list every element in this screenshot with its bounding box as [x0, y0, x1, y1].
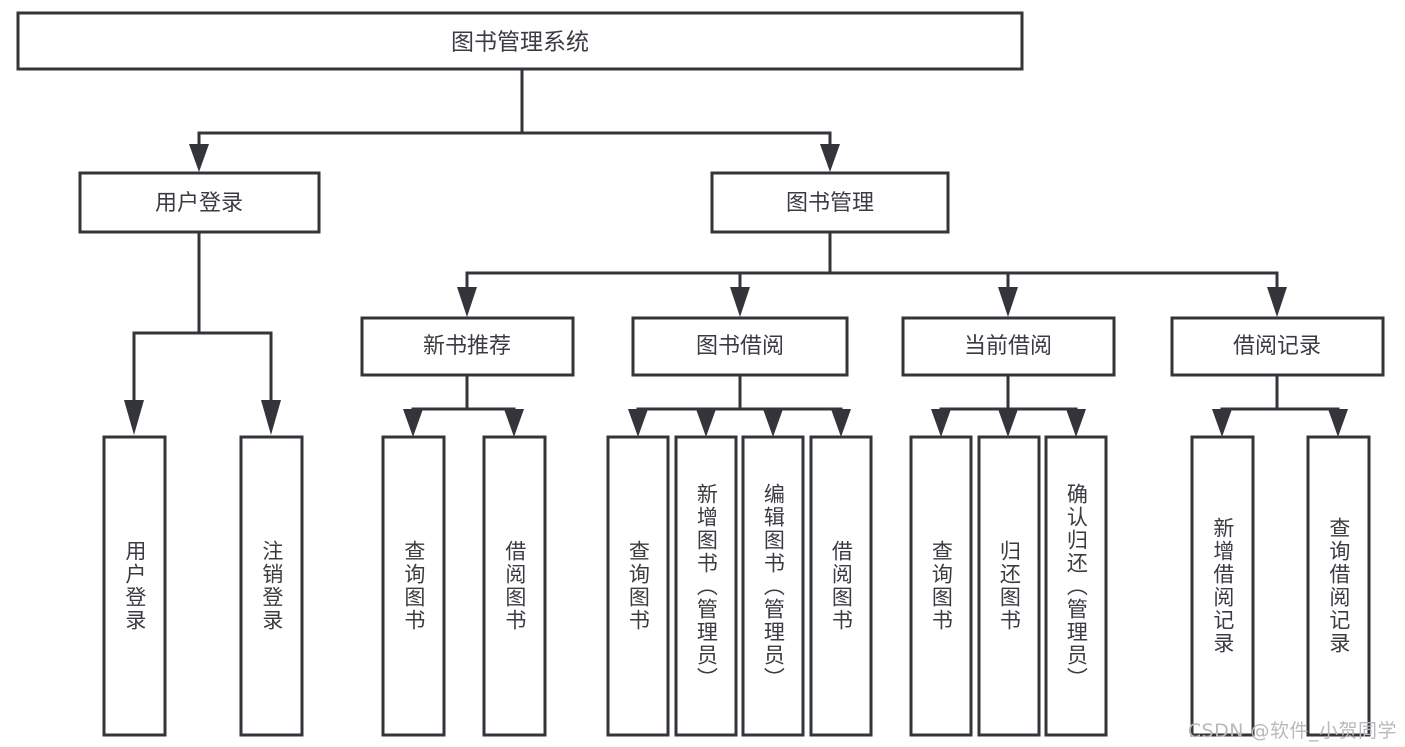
arrowhead-book-manage [820, 144, 840, 172]
node-borrow-record[interactable]: 借阅记录 [1170, 316, 1385, 377]
node-book-borrow-box[interactable] [631, 316, 849, 377]
arrowhead-new-book-recommend [457, 287, 477, 317]
arrowhead-leaf-add-book [696, 409, 716, 437]
node-root[interactable]: 图书管理系统 [16, 11, 1024, 71]
arrowhead-user-login [189, 144, 209, 172]
node-new-book-recommend-label: 新书推荐 [423, 334, 511, 359]
node-current-borrow-box[interactable] [901, 316, 1116, 377]
node-borrow-record-label: 借阅记录 [1233, 334, 1321, 359]
arrowhead-book-borrow [730, 287, 750, 317]
arrowhead-leaf-query-record [1328, 409, 1348, 437]
arrowhead-leaf-return-book [998, 409, 1018, 437]
node-leaf-add-book-box[interactable] [674, 435, 738, 737]
arrowhead-leaf-user-logout [261, 400, 281, 435]
node-leaf-query-book-2-box[interactable] [606, 435, 670, 737]
node-user-login-label: 用户登录 [155, 191, 243, 216]
csdn-watermark: CSDN @软件_小贺同学 [1187, 720, 1397, 742]
node-leaf-query-record-box[interactable] [1306, 435, 1371, 737]
arrowhead-leaf-query-book-1 [403, 409, 423, 437]
connector-group-user-login [124, 230, 281, 435]
connector-group-new-book-recommend [403, 373, 524, 437]
arrowhead-leaf-edit-book [763, 409, 783, 437]
arrowhead-leaf-query-book-3 [931, 409, 951, 437]
node-book-borrow-label: 图书借阅 [696, 334, 784, 359]
node-book-borrow[interactable]: 图书借阅 [631, 316, 849, 377]
node-book-manage-label: 图书管理 [786, 191, 874, 216]
node-leaf-user-login-box[interactable] [102, 435, 167, 737]
arrowhead-leaf-query-book-2 [628, 409, 648, 437]
node-leaf-query-book-1-box[interactable] [381, 435, 446, 737]
node-new-book-recommend-box[interactable] [360, 316, 575, 377]
node-book-manage[interactable]: 图书管理 [710, 171, 950, 234]
connector-group-book-borrow [628, 373, 851, 437]
node-leaf-user-logout-box[interactable] [239, 435, 304, 737]
node-leaf-borrow-book-2-box[interactable] [809, 435, 873, 737]
node-leaf-borrow-book-1-box[interactable] [482, 435, 547, 737]
arrowhead-leaf-confirm-return [1066, 409, 1086, 437]
node-root-box[interactable] [16, 11, 1024, 71]
node-leaf-confirm-return-box[interactable] [1044, 435, 1108, 737]
connector-group-book-manage [457, 230, 1287, 317]
node-leaf-return-book-box[interactable] [977, 435, 1041, 737]
node-leaf-query-book-3-box[interactable] [909, 435, 973, 737]
connector-group-current-borrow [931, 373, 1086, 437]
node-book-manage-box[interactable] [710, 171, 950, 234]
node-current-borrow-label: 当前借阅 [964, 334, 1052, 359]
arrowhead-leaf-borrow-book-1 [504, 409, 524, 437]
node-leaf-edit-book-box[interactable] [741, 435, 805, 737]
arrowhead-borrow-record [1267, 287, 1287, 317]
node-borrow-record-box[interactable] [1170, 316, 1385, 377]
node-root-label: 图书管理系统 [451, 30, 589, 56]
arrowhead-leaf-add-record [1212, 409, 1232, 437]
connector-group-root [189, 67, 840, 172]
node-user-login-box[interactable] [78, 171, 321, 234]
node-new-book-recommend[interactable]: 新书推荐 [360, 316, 575, 377]
node-leaf-add-record-box[interactable] [1190, 435, 1255, 737]
node-current-borrow[interactable]: 当前借阅 [901, 316, 1116, 377]
node-user-login[interactable]: 用户登录 [78, 171, 321, 234]
arrowhead-leaf-user-login [124, 400, 144, 435]
leaf-boxes [102, 435, 1371, 737]
connector-group-borrow-record [1212, 373, 1348, 437]
arrowhead-leaf-borrow-book-2 [831, 409, 851, 437]
arrowhead-current-borrow [998, 287, 1018, 317]
